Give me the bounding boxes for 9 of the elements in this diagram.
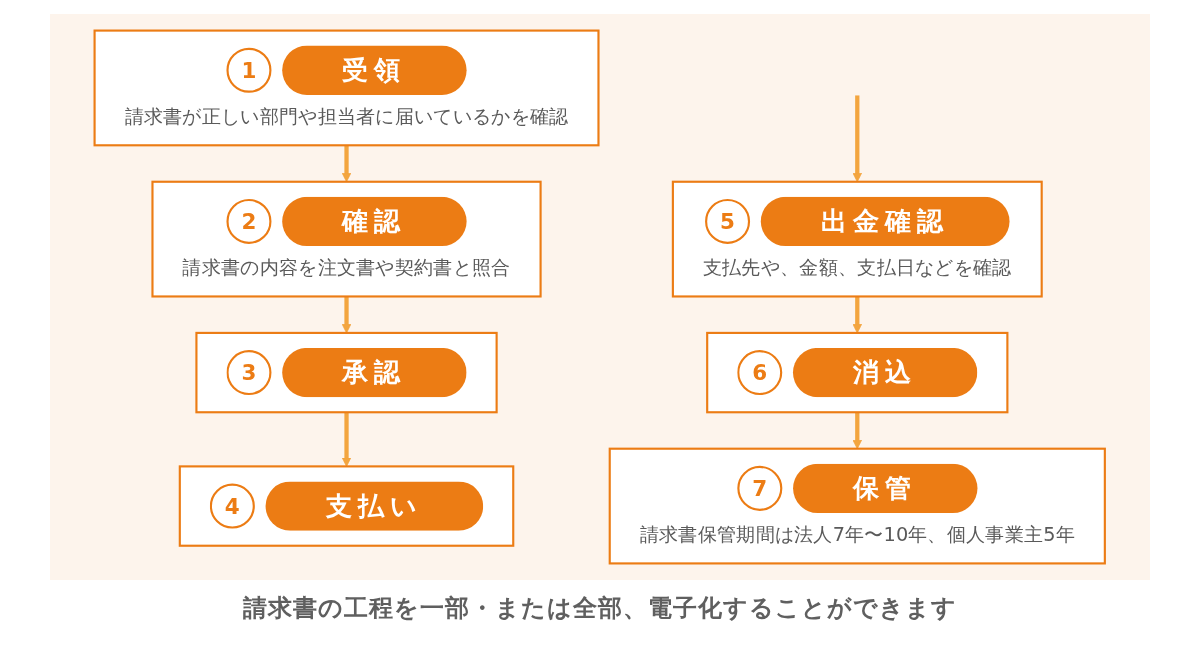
arrow (342, 412, 352, 467)
caption: 請求書の工程を一部・または全部、電子化することができます (243, 593, 957, 624)
node-box: 3 承認 (195, 331, 498, 414)
node-box: 5 出金確認 支払先や、金額、支払日などを確認 (672, 180, 1044, 298)
node-box: 4 支払い (179, 465, 515, 547)
node-box: 7 保管 請求書保管期間は法人7年〜10年、個人事業主5年 (608, 447, 1107, 565)
node-box: 2 確認 請求書の内容を注文書や契約書と照合 (151, 180, 542, 298)
node-box: 6 消込 (706, 331, 1009, 414)
node-box: 1 受領 請求書が正しい部門や担当者に届いているかを確認 (93, 29, 600, 147)
